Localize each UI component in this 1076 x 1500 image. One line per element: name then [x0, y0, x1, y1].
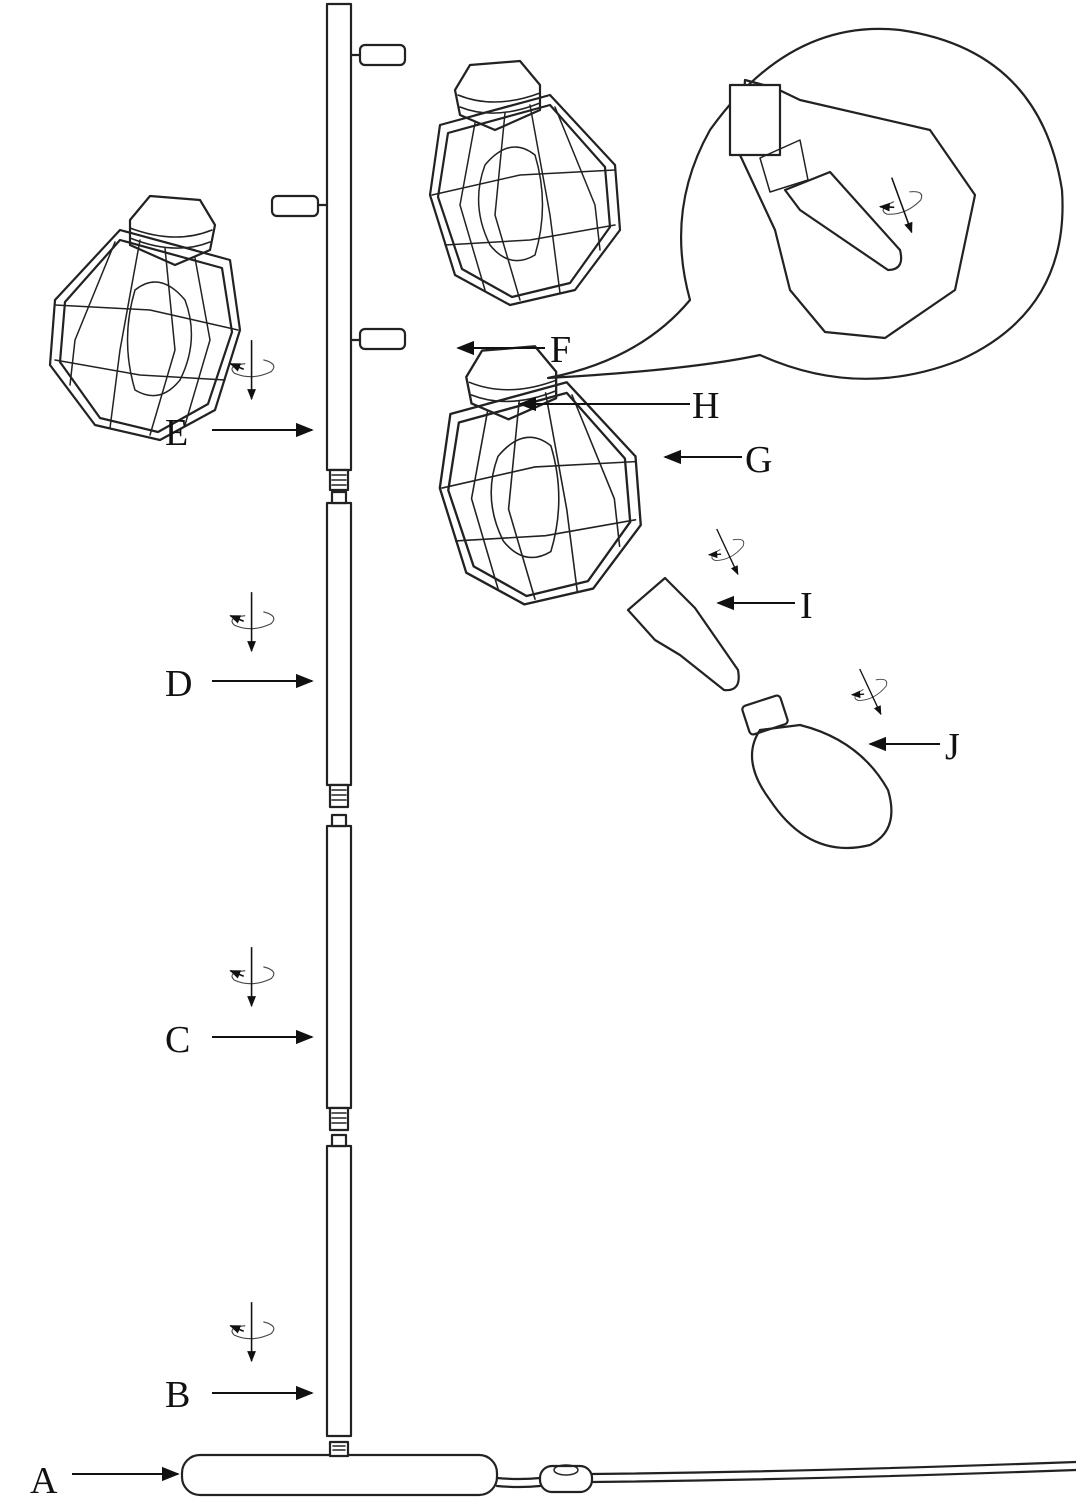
label-c: C [165, 1019, 190, 1061]
pole-segment-b [325, 1133, 353, 1438]
label-b: B [165, 1374, 190, 1416]
rotate-icon-i [700, 521, 755, 582]
lamp-head-left [48, 194, 242, 442]
rotate-icon-e [230, 340, 273, 399]
rotate-icon-c [230, 947, 273, 1006]
label-d: D [165, 663, 192, 705]
label-i: I [800, 585, 813, 627]
label-g: G [745, 439, 772, 481]
pole-segment-d [325, 490, 353, 809]
rotate-icon-j [843, 661, 898, 722]
label-a: A [30, 1460, 58, 1500]
power-cord [495, 1460, 1076, 1494]
lamp-base [180, 1440, 499, 1497]
rotate-icon-d [230, 592, 273, 651]
detail-callout [546, 27, 1064, 380]
label-e: E [165, 412, 188, 454]
rotate-icon-b [230, 1302, 273, 1361]
label-j: J [945, 726, 960, 768]
lamp-head-exploded [438, 345, 642, 606]
shade-ring-part-i [626, 576, 740, 692]
label-h: H [692, 385, 719, 427]
pole-segment-c [325, 813, 353, 1132]
pole-segment-e [270, 2, 407, 492]
label-f: F [550, 329, 571, 371]
lamp-head-top [428, 59, 622, 307]
bulb-part-j [741, 694, 893, 850]
leader-arrows [72, 340, 940, 1482]
